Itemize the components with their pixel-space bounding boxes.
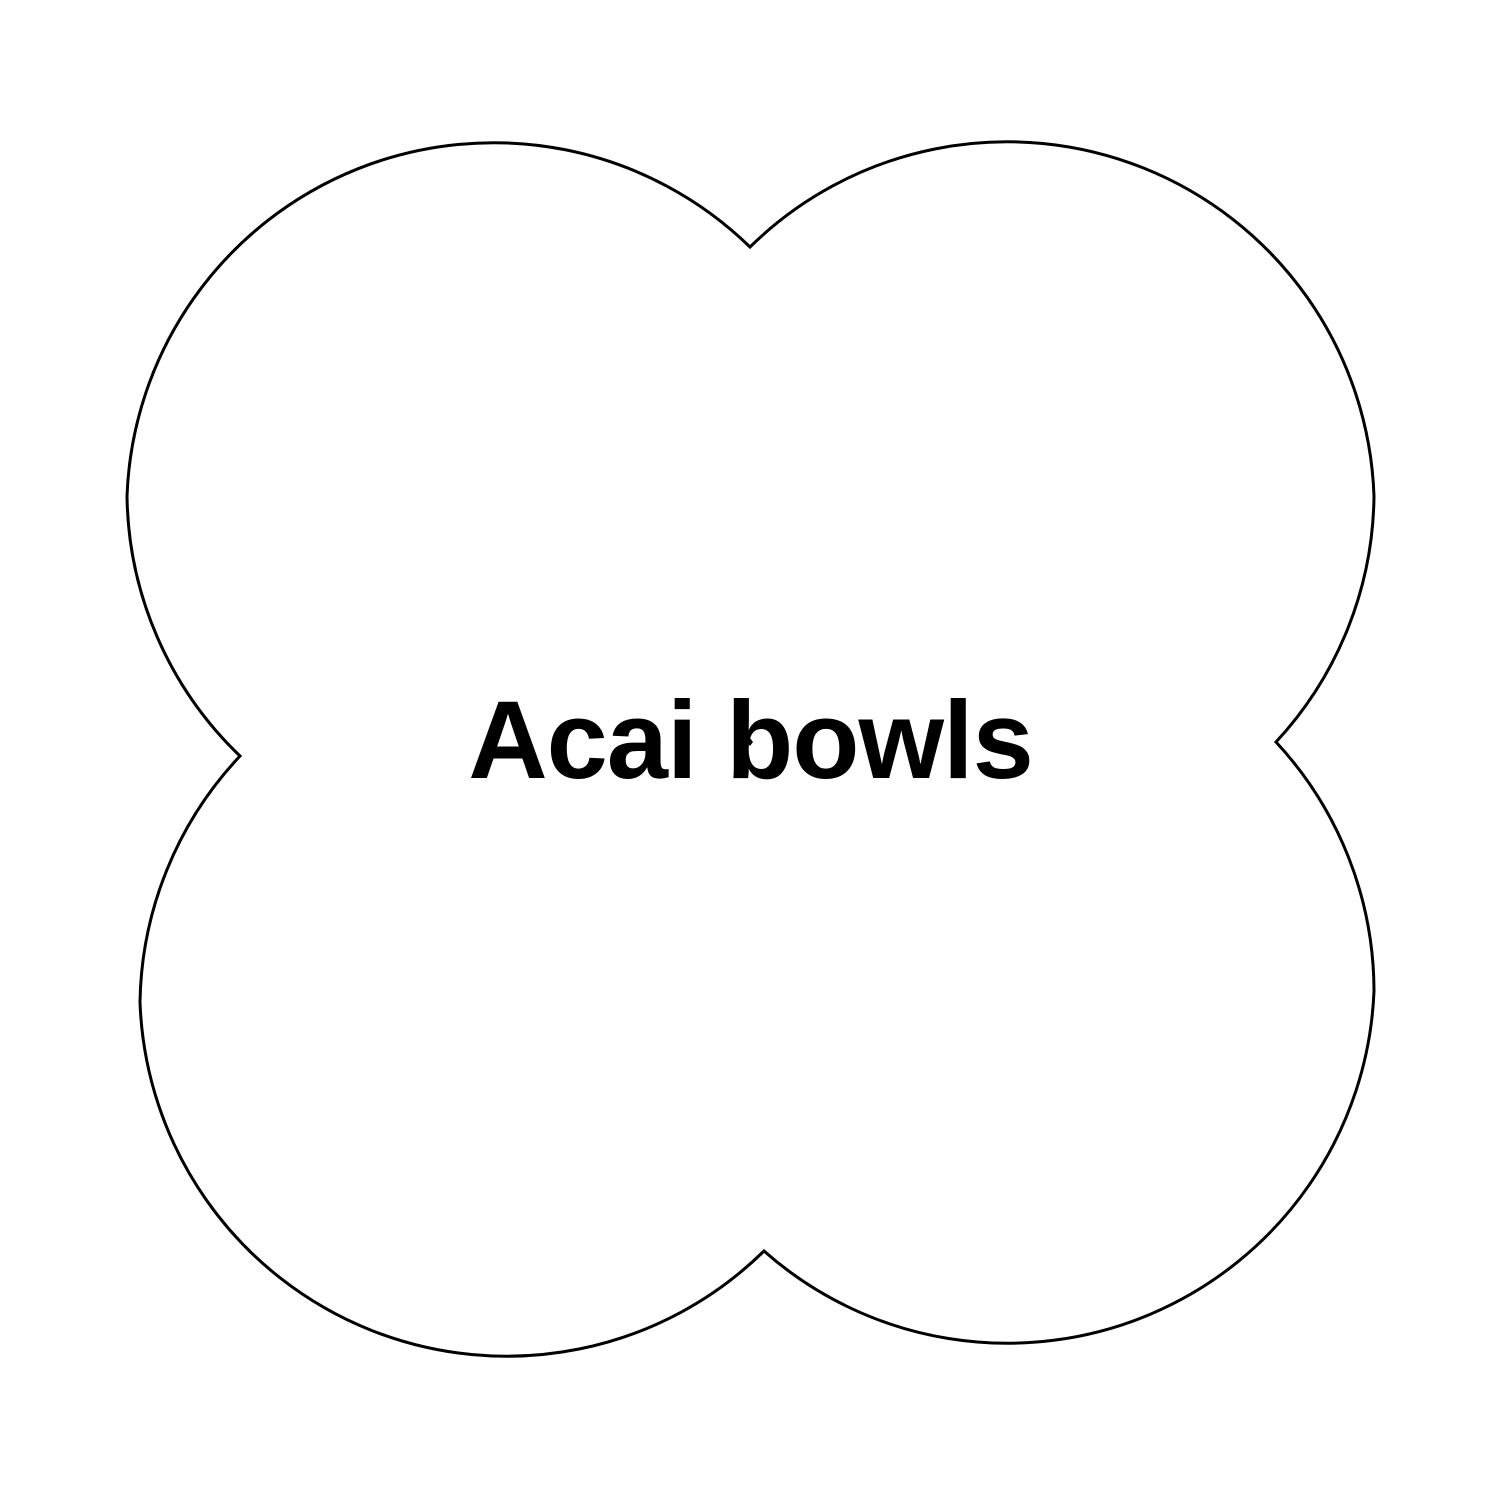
center-marker	[747, 738, 753, 746]
shape-label: Acai bowls	[468, 679, 1034, 802]
flower-outline	[125, 140, 1376, 1358]
